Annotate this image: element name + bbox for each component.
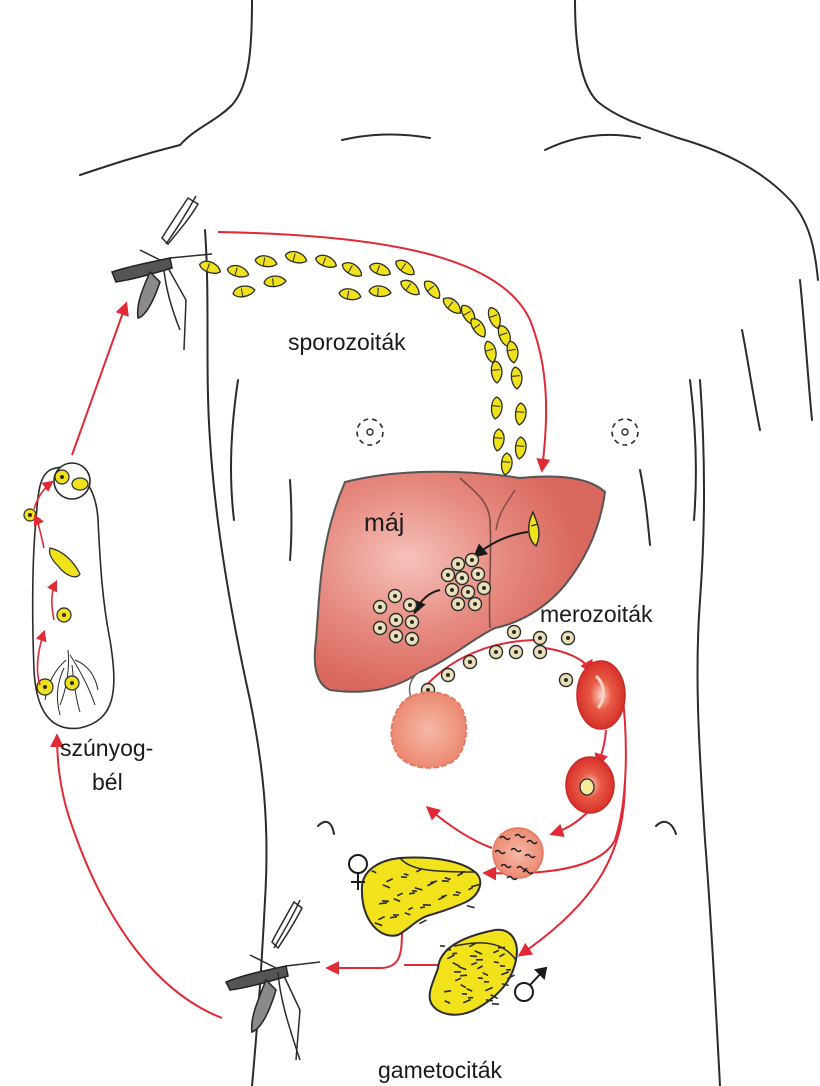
- sporozoite: [369, 285, 392, 297]
- merozoite: [404, 599, 417, 612]
- right-arm-inner: [742, 330, 760, 430]
- merozoite: [562, 632, 575, 645]
- merozoite: [446, 584, 459, 597]
- sporozoite: [198, 259, 222, 276]
- sporozoite: [232, 284, 255, 298]
- neck-left: [180, 0, 252, 145]
- merozoite: [510, 646, 523, 659]
- sporozoite: [368, 261, 392, 278]
- clavicle-right: [545, 135, 640, 150]
- label-liver: máj: [364, 509, 404, 537]
- female-gametocyte: [362, 858, 480, 936]
- merozoite: [560, 674, 573, 687]
- armpit-right: [690, 380, 696, 520]
- arrow-gut-to-mosquito-top: [72, 304, 126, 455]
- merozoite: [462, 586, 475, 599]
- sporozoite: [491, 397, 503, 420]
- torso-right-side: [697, 380, 720, 1086]
- arrow-rbc3-to-schizont: [428, 808, 492, 848]
- merozoite: [490, 646, 503, 659]
- merozoite: [374, 622, 387, 635]
- ruptured-schizont: [391, 692, 466, 768]
- red-blood-cell-trophozoite: [566, 757, 614, 813]
- merozoite: [534, 646, 547, 659]
- torso-left-side: [205, 230, 267, 1086]
- merozoite: [442, 569, 455, 582]
- merozoite: [472, 568, 485, 581]
- sporozoite: [284, 249, 308, 265]
- hip-right: [656, 822, 676, 834]
- arrow-mosquito-bottom-to-gut: [57, 736, 222, 1018]
- sporozoites-stream: [198, 249, 527, 475]
- merozoite: [534, 632, 547, 645]
- arrow-liver-to-blood: [545, 648, 592, 672]
- right-arm-outer: [800, 280, 812, 420]
- sporozoite: [314, 253, 338, 270]
- clavicle-left: [342, 134, 430, 140]
- mosquito-icon: [112, 196, 212, 350]
- sporozoite: [506, 340, 520, 363]
- male-symbol-icon: [515, 968, 546, 1001]
- merozoite: [508, 626, 521, 639]
- nipple-left: [357, 419, 383, 445]
- sporozoite: [254, 254, 277, 268]
- label-sporozoites: sporozoiták: [288, 329, 406, 355]
- sporozoite: [491, 361, 503, 384]
- sporozoite: [226, 263, 250, 279]
- shoulder-left: [80, 145, 180, 175]
- merozoite: [456, 572, 469, 585]
- hip-left: [318, 822, 334, 834]
- red-blood-cell-ring-stage: [577, 661, 625, 729]
- liver: [315, 472, 605, 708]
- merozoite: [374, 601, 387, 614]
- merozoite: [389, 590, 402, 603]
- sporozoite: [340, 259, 364, 279]
- sporozoite: [264, 275, 287, 287]
- label-merozoites: merozoiták: [540, 601, 653, 627]
- sporozoite: [511, 367, 523, 390]
- armpit-left: [231, 380, 238, 520]
- merozoite: [442, 669, 455, 682]
- blood-stage-cells: [391, 661, 625, 880]
- merozoite: [390, 614, 403, 627]
- sporozoite: [338, 287, 361, 301]
- merozoite: [452, 598, 465, 611]
- merozoite: [406, 616, 419, 629]
- merozoite: [464, 656, 477, 669]
- sporozoite: [501, 453, 513, 476]
- merozoite: [469, 598, 482, 611]
- mosquito-icon: [226, 900, 320, 1060]
- sporozoite: [493, 429, 505, 452]
- red-blood-cell-schizont-mature: [493, 828, 543, 880]
- merozoite: [406, 633, 419, 646]
- sporozoite: [515, 403, 527, 426]
- rib-right: [640, 470, 650, 545]
- merozoite: [390, 630, 403, 643]
- label-gametocytes: gametociták: [378, 1057, 503, 1083]
- shoulder-right: [678, 138, 818, 280]
- sporozoite: [483, 340, 499, 364]
- rib-left: [290, 480, 292, 560]
- merozoite: [452, 558, 465, 571]
- sporozoite: [468, 316, 489, 340]
- sporozoite: [398, 277, 422, 298]
- neck-right: [575, 0, 678, 138]
- mosquito-bottom: [226, 900, 320, 1060]
- sporozoite: [393, 257, 417, 278]
- nipple-right: [612, 419, 638, 445]
- sporozoite: [515, 437, 527, 460]
- sporozoite: [421, 278, 443, 302]
- merozoite: [466, 554, 479, 567]
- merozoite: [478, 582, 491, 595]
- sporozoite: [441, 294, 465, 316]
- mosquito-gut: [24, 463, 114, 728]
- label-mosquito-gut-line2: bél: [92, 769, 123, 795]
- mosquito-top: [112, 196, 212, 350]
- label-mosquito-gut-line1: szúnyog-: [60, 735, 153, 761]
- male-gametocyte: [430, 930, 517, 1015]
